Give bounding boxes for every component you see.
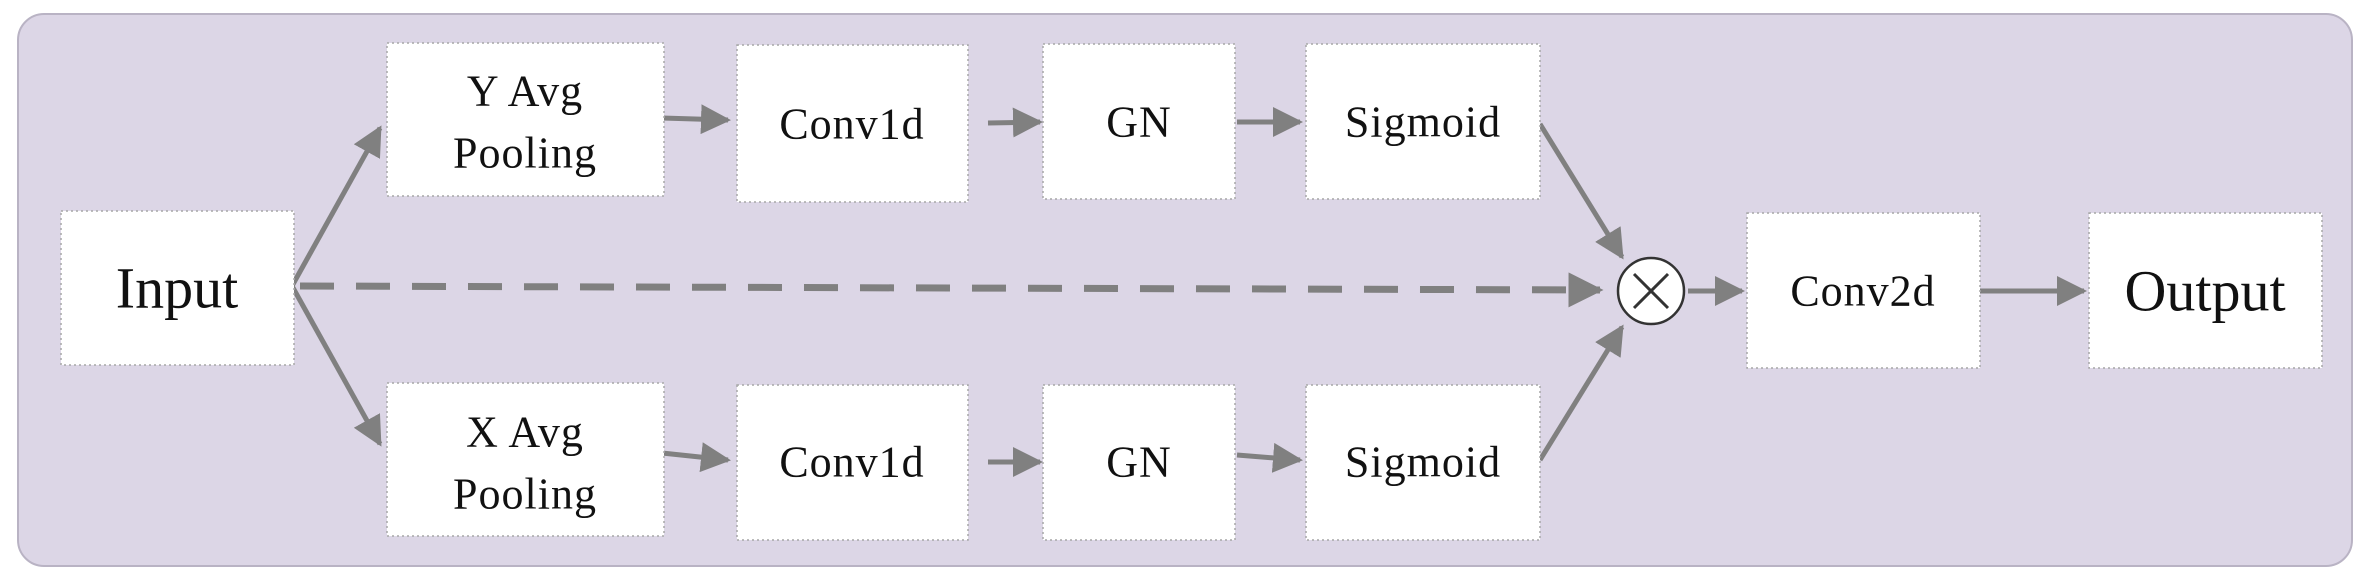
node-conv2d-label: Conv2d (1790, 267, 1935, 316)
edge-xsigmoid-to-multiply (1537, 324, 1625, 462)
edge-xgn-to-sigmoid (1236, 442, 1303, 473)
node-x-gn-label: GN (1106, 438, 1172, 487)
node-x-sigmoid: Sigmoid (1305, 384, 1541, 541)
node-x-gn: GN (1042, 384, 1236, 541)
node-y-avg-pooling: Y Avg Pooling (386, 42, 665, 197)
edge-input-to-multiply-dashed (299, 272, 1604, 308)
edge-input-to-xpool (289, 284, 383, 447)
node-x-conv1d: Conv1d (736, 384, 969, 541)
node-y-gn: GN (1042, 43, 1236, 200)
node-x-avg-pooling-label-2: Pooling (453, 470, 597, 519)
node-input: Input (60, 210, 295, 366)
node-x-avg-pooling: X Avg Pooling (386, 382, 665, 537)
circled-times-icon (1616, 256, 1686, 326)
node-y-conv1d-label: Conv1d (779, 100, 924, 149)
node-x-sigmoid-label: Sigmoid (1345, 438, 1501, 487)
node-output-label: Output (2124, 259, 2285, 324)
edge-ysigmoid-to-multiply (1537, 122, 1625, 260)
node-input-label: Input (116, 256, 238, 321)
node-x-conv1d-label: Conv1d (779, 438, 924, 487)
edges (289, 104, 2087, 477)
node-conv2d: Conv2d (1746, 212, 1981, 369)
node-y-avg-pooling-label-1: Y Avg (467, 67, 583, 116)
node-y-gn-label: GN (1106, 98, 1172, 147)
node-y-conv1d: Conv1d (736, 44, 969, 203)
node-y-avg-pooling-label-2: Pooling (453, 129, 597, 178)
node-x-avg-pooling-label-1: X Avg (466, 408, 584, 457)
node-y-sigmoid-label: Sigmoid (1345, 98, 1501, 147)
node-y-sigmoid: Sigmoid (1305, 43, 1541, 200)
edge-xpool-to-conv1d (661, 442, 731, 473)
edge-ypool-to-conv1d (661, 104, 731, 135)
edge-input-to-ypool (289, 125, 383, 288)
node-output: Output (2088, 212, 2323, 369)
edge-yconv1d-to-gn (987, 107, 1043, 138)
